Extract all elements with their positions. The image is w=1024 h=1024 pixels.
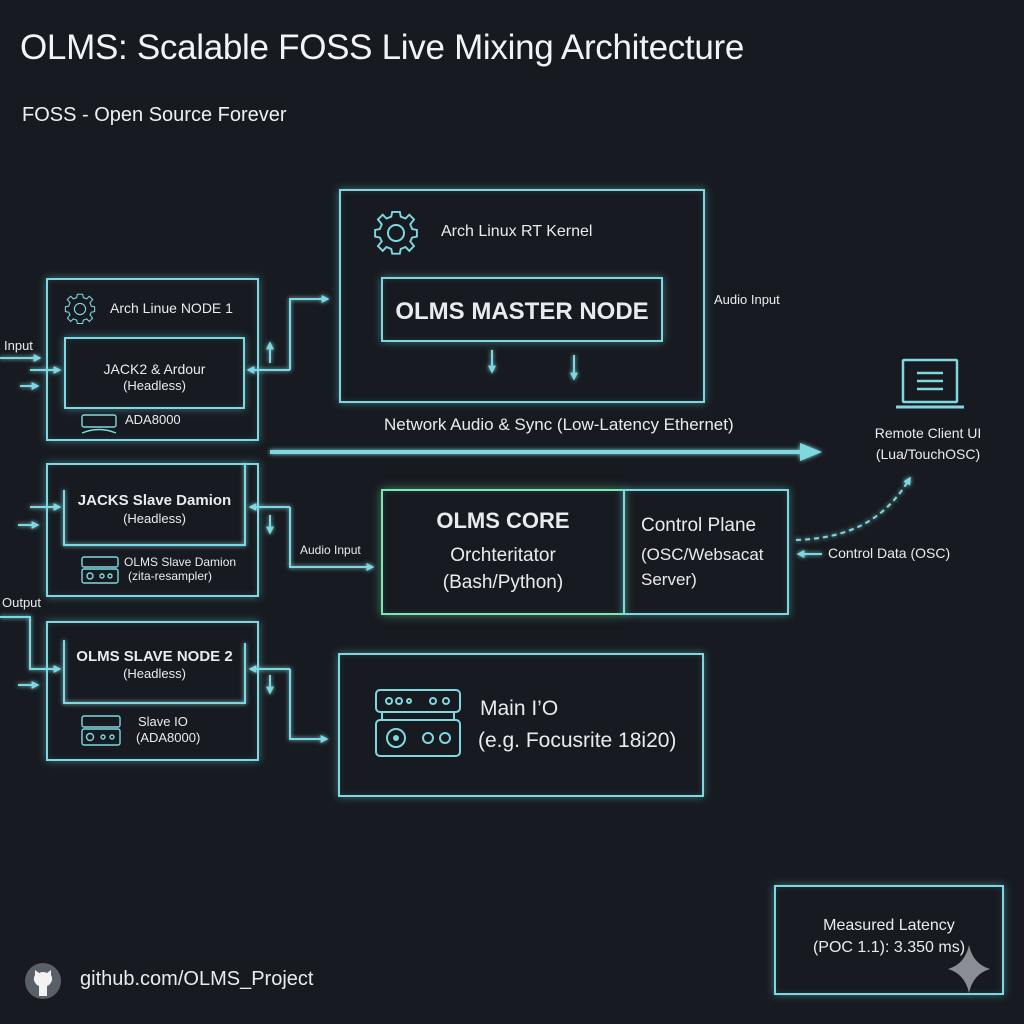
- network-label: Network Audio & Sync (Low-Latency Ethern…: [384, 415, 734, 434]
- latency-line1: Measured Latency: [823, 917, 955, 934]
- audio-interface-icon: [375, 689, 461, 757]
- remote-dashed-connector: [795, 476, 911, 541]
- latency-line2: (POC 1.1): 3.350 ms): [812, 939, 966, 956]
- node1-os-label: Arch Linue NODE 1: [110, 300, 233, 316]
- gear-icon: [374, 210, 418, 255]
- control-plane-title: Control Plane: [641, 515, 757, 536]
- core-line1: Orchteritator: [450, 545, 556, 566]
- slave2-box: [46, 621, 259, 761]
- node1-inner-title: JACK2 & Ardour: [103, 361, 206, 377]
- node1-input-label: Input: [4, 338, 33, 353]
- github-link[interactable]: github.com/OLMS_Project: [80, 968, 314, 990]
- slave1-device-line2: (zita-resampler): [128, 569, 213, 583]
- remote-client-line2: (Lua/TouchOSC): [875, 446, 981, 462]
- page-subtitle: FOSS - Open Source Forever: [22, 104, 287, 126]
- slave1-box: [46, 463, 259, 597]
- node1-device-label: ADA8000: [125, 412, 181, 427]
- core-line2: (Bash/Python): [442, 572, 564, 593]
- master-node-box: [339, 189, 705, 403]
- master-node-label: OLMS MASTER NODE: [395, 298, 649, 325]
- page-title: OLMS: Scalable FOSS Live Mixing Architec…: [20, 28, 745, 67]
- master-audio-input-label: Audio Input: [714, 292, 780, 307]
- slave1-inner-title: JACKS Slave Damion: [77, 492, 232, 509]
- master-kernel-label: Arch Linux RT Kernel: [441, 223, 593, 240]
- control-plane-line2: Server): [641, 570, 697, 589]
- node1-box: [46, 278, 259, 441]
- main-io-line2: (e.g. Focusrite 18i20): [478, 729, 677, 752]
- sparkle-icon: [948, 945, 990, 993]
- node1-to-master-connector: [289, 295, 330, 370]
- slave2-device-line1: Slave IO: [138, 714, 188, 729]
- slave2-inner-title: OLMS SLAVE NODE 2: [76, 648, 233, 665]
- github-icon[interactable]: [25, 963, 61, 999]
- control-data-label: Control Data (OSC): [828, 545, 951, 561]
- slave1-inner-frame: [63, 463, 246, 546]
- node1-inner-box: [64, 337, 245, 409]
- slave1-to-core-connector: [289, 507, 375, 571]
- slave2-inner-frame: [63, 640, 246, 704]
- remote-client-line1: Remote Client UI: [874, 425, 982, 441]
- output-connector: [0, 616, 62, 673]
- network-arrow: [270, 443, 822, 461]
- core-title: OLMS CORE: [436, 508, 570, 533]
- control-plane-box: [623, 489, 789, 615]
- node1-inner-sub: (Headless): [123, 378, 186, 393]
- slave2-inner-sub: (Headless): [123, 666, 186, 681]
- master-node-inner-box: [381, 277, 663, 342]
- audio-interface-icon: [81, 715, 121, 746]
- slave2-to-main-io-connector: [289, 669, 329, 743]
- audio-interface-icon: [81, 414, 117, 434]
- slave1-audio-input-label: Audio Input: [300, 543, 361, 557]
- slave1-device-line1: OLMS Slave Damion: [124, 555, 237, 569]
- main-io-box: [338, 653, 704, 797]
- gear-icon: [64, 293, 96, 325]
- control-plane-line1: (OSC/Websacat: [641, 545, 764, 564]
- slave2-device-line2: (ADA8000): [136, 730, 201, 745]
- slave1-inner-sub: (Headless): [123, 511, 186, 526]
- main-io-line1: Main I’O: [480, 697, 559, 720]
- slave2-output-label: Output: [2, 595, 42, 610]
- audio-interface-icon: [81, 556, 119, 584]
- laptop-icon: [896, 358, 964, 409]
- latency-box: [774, 885, 1004, 995]
